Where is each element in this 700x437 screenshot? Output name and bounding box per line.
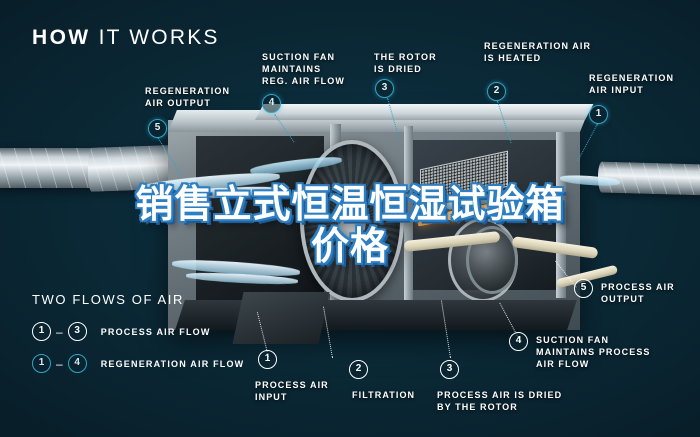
callout-label-regeneration-air-output: REGENERATION AIR OUTPUT — [145, 86, 231, 108]
base-module — [232, 292, 330, 344]
legend-row-regeneration-air-flow: 1 – 4 REGENERATION AIR FLOW — [32, 354, 244, 373]
page-title-strong: HOW — [32, 26, 91, 49]
legend-title: TWO FLOWS OF AIR — [32, 292, 184, 307]
callout-marker-regeneration-air-input[interactable]: 1 — [589, 105, 608, 124]
legend-dash-1: – — [56, 324, 63, 339]
legend-label-process-air-flow: PROCESS AIR FLOW — [100, 326, 211, 337]
callout-label-suction-fan-reg: SUCTION FAN MAINTAINS REG. AIR FLOW — [262, 52, 345, 86]
callout-marker-filtration[interactable]: 2 — [349, 360, 368, 379]
callout-label-rotor-is-dried: THE ROTOR IS DRIED — [374, 52, 437, 74]
legend-marker-from-1: 1 — [32, 322, 51, 341]
page-title-rest: IT WORKS — [90, 26, 220, 49]
callout-label-process-air-dried: PROCESS AIR IS DRIED BY THE ROTOR — [437, 390, 563, 412]
page-title: HOW IT WORKS — [32, 26, 220, 50]
callout-marker-rotor-is-dried[interactable]: 3 — [375, 79, 394, 98]
frame-upright-3 — [556, 132, 566, 298]
cabinet-top-rear — [255, 104, 594, 120]
callout-marker-process-air-dried[interactable]: 3 — [440, 360, 459, 379]
callout-label-filtration: FILTRATION — [352, 390, 416, 400]
callout-label-process-air-input: PROCESS AIR INPUT — [255, 380, 329, 402]
callout-marker-process-air-input[interactable]: 1 — [258, 350, 277, 369]
legend-marker-to-3: 3 — [67, 322, 87, 341]
callout-marker-regeneration-air-heated[interactable]: 2 — [487, 82, 506, 101]
legend-row-process-air-flow: 1 – 3 PROCESS AIR FLOW — [32, 322, 211, 341]
callout-marker-regeneration-air-output[interactable]: 5 — [148, 119, 167, 138]
callout-label-process-air-output: PROCESS AIR OUTPUT — [601, 282, 675, 304]
callout-marker-suction-fan-reg[interactable]: 4 — [262, 94, 281, 113]
legend-label-regeneration-air-flow: REGENERATION AIR FLOW — [100, 358, 245, 369]
frame-upright-2 — [404, 126, 413, 312]
callout-label-regeneration-air-heated: REGENERATION AIR IS HEATED — [484, 41, 592, 63]
legend-marker-to-4: 4 — [67, 354, 87, 373]
callout-label-regeneration-air-input: REGENERATION AIR INPUT — [589, 73, 675, 95]
legend-marker-from-1-regen: 1 — [32, 354, 51, 373]
legend-dash-2: – — [56, 356, 63, 371]
rotor-hub — [338, 200, 366, 242]
callout-label-suction-fan-process: SUCTION FAN MAINTAINS PROCESS AIR FLOW — [536, 335, 651, 369]
callout-marker-suction-fan-process[interactable]: 4 — [509, 332, 528, 351]
callout-marker-process-air-output[interactable]: 5 — [574, 279, 593, 298]
